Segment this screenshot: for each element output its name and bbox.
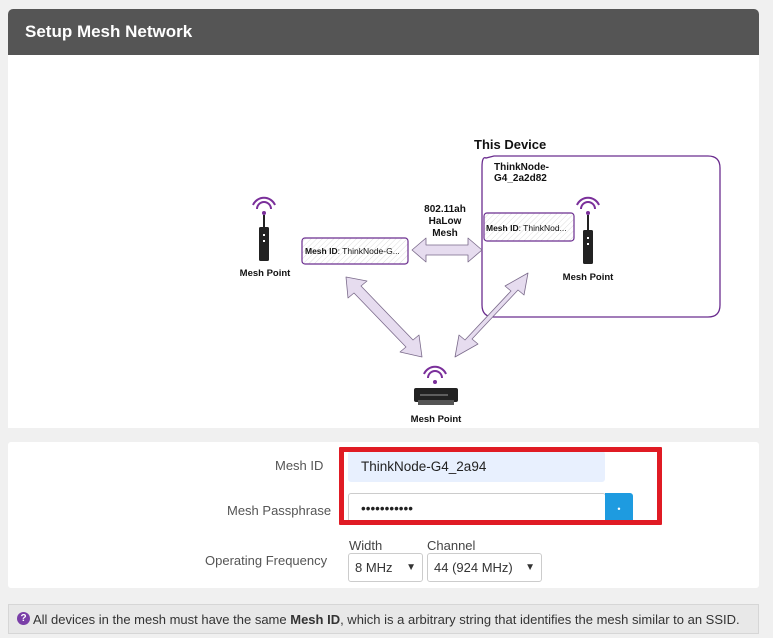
mesh-point-left-label: Mesh Point [240, 268, 292, 279]
info-note-text: All devices in the mesh must have the sa… [33, 612, 740, 627]
router-icon-bottom [414, 365, 458, 405]
help-icon: ? [17, 612, 30, 625]
show-passphrase-button[interactable]: • [605, 493, 633, 524]
width-select-value: 8 MHz [355, 560, 393, 575]
mesh-point-right-label: Mesh Point [563, 272, 615, 283]
link-label-line3: Mesh [432, 228, 458, 239]
link-label-line2: HaLow [429, 216, 462, 227]
mesh-diagram-panel: This Device ThinkNode- G4_2a2d82 802.11a… [8, 55, 759, 428]
this-device-box [481, 155, 721, 318]
right-to-bottom-arrow [454, 272, 529, 358]
chevron-down-icon: ▼ [525, 562, 535, 573]
router-icon-right [576, 196, 600, 264]
right-mesh-id-text: Mesh ID: ThinkNod... [486, 223, 567, 233]
chevron-down-icon: ▼ [406, 562, 416, 573]
router-icon-left [252, 196, 276, 261]
left-to-bottom-arrow [345, 276, 423, 358]
channel-label: Channel [427, 538, 476, 553]
right-mesh-id-box [483, 212, 575, 242]
channel-select[interactable]: 44 (924 MHz) ▼ [427, 553, 542, 582]
mesh-diagram: This Device ThinkNode- G4_2a2d82 802.11a… [240, 137, 721, 425]
left-mesh-id-text: Mesh ID: ThinkNode-G... [305, 246, 400, 256]
link-label-line1: 802.11ah [424, 204, 466, 215]
channel-select-value: 44 (924 MHz) [434, 560, 513, 575]
annotation-highlight-box [339, 447, 662, 525]
mesh-id-input[interactable] [348, 451, 605, 482]
mesh-id-label: Mesh ID [275, 458, 324, 473]
this-device-name-line1: ThinkNode- [494, 162, 549, 173]
left-mesh-id-box [301, 237, 409, 265]
mesh-point-bottom-label: Mesh Point [411, 414, 463, 425]
halow-link-arrow [411, 237, 483, 263]
mesh-passphrase-label: Mesh Passphrase [227, 503, 332, 518]
info-note: ? All devices in the mesh must have the … [8, 604, 759, 634]
this-device-name-line2: G4_2a2d82 [494, 173, 547, 184]
page-header: Setup Mesh Network [8, 9, 759, 55]
this-device-title: This Device [474, 137, 546, 152]
width-select[interactable]: 8 MHz ▼ [348, 553, 423, 582]
width-label: Width [349, 538, 383, 553]
page-title: Setup Mesh Network [25, 22, 193, 41]
operating-frequency-label: Operating Frequency [205, 553, 328, 568]
